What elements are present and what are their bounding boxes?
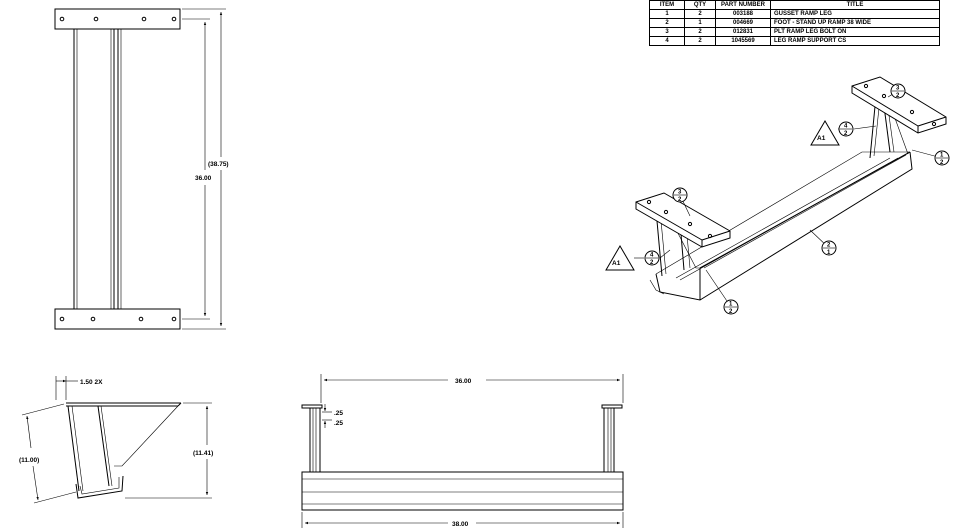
weld-symbol-label: A1 [817, 135, 826, 142]
leg-edge [100, 405, 113, 487]
isometric-view: A1 A1 3 2 4 2 1 2 [605, 76, 950, 315]
bolt-hole-icon [171, 316, 177, 322]
balloon-top: 3 [678, 190, 682, 196]
front-view: 36.00 (38.75) [54, 8, 229, 330]
balloon-top: 4 [844, 124, 848, 130]
foot [75, 475, 124, 499]
side-view: 1.50 2X (11.00) (11.41) [19, 376, 213, 504]
iso-base-channel [703, 154, 907, 269]
balloon: 3 2 [672, 187, 691, 217]
balloon: 1 2 [705, 269, 739, 315]
balloon-bottom: 2 [650, 260, 654, 266]
dimension-line [26, 415, 32, 449]
balloon-bottom: 2 [678, 197, 682, 203]
table-row: 4 2 1045569 LEG RAMP SUPPORT CS [649, 36, 940, 46]
bolt-hole-icon [863, 83, 869, 89]
weld-symbol-icon [605, 245, 635, 271]
balloon-top: 3 [896, 86, 900, 92]
bolt-hole-icon [707, 233, 713, 239]
bolt-hole-icon [59, 16, 65, 22]
iso-left-plate [701, 230, 731, 241]
bom-title: LEG RAMP SUPPORT CS [770, 36, 940, 46]
dim-front-overall: (38.75) [208, 161, 229, 168]
dim-plan-t2: .25 [334, 420, 343, 427]
dim-side-slant: (11.00) [19, 457, 39, 464]
weld-symbol-icon [810, 120, 840, 146]
iso-right-plate [851, 76, 947, 134]
dimension-line [32, 465, 39, 501]
balloon: 2 1 [809, 229, 837, 256]
bolt-hole-icon [663, 209, 669, 215]
balloon-bottom: 2 [844, 131, 848, 137]
iso-right-plate [851, 85, 919, 127]
dim-plan-bottom-width: 38.00 [452, 521, 469, 528]
plan-right-plate [601, 404, 623, 409]
balloon-top: 1 [940, 153, 944, 159]
bolt-hole-icon [909, 109, 915, 115]
dim-plan-t1: .25 [334, 410, 343, 417]
weld-symbol-label: A1 [612, 260, 621, 267]
balloon-top: 1 [729, 302, 733, 308]
leader-line [853, 125, 877, 130]
balloon: 4 2 [644, 250, 660, 266]
balloon-bottom: 2 [940, 160, 944, 166]
iso-left-plate [635, 192, 731, 248]
bolt-hole-icon [687, 221, 693, 227]
balloon-bottom: 1 [827, 250, 831, 256]
plan-left-plate [301, 404, 323, 409]
balloon-bottom: 2 [729, 309, 733, 315]
leg-edge [67, 405, 80, 492]
side-top-plate [177, 402, 182, 407]
balloon: 3 2 [887, 83, 906, 99]
dim-front-height: 36.00 [195, 175, 212, 182]
front-top-plate [54, 8, 181, 30]
extension-line [21, 403, 65, 416]
dim-plan-top-width: 36.00 [455, 378, 472, 385]
iso-base-channel [649, 279, 665, 295]
bolt-hole-icon [646, 199, 652, 205]
dim-side-offset: 1.50 2X [80, 379, 103, 386]
extension-line [33, 491, 77, 504]
foot [79, 477, 120, 495]
leader-line [659, 249, 671, 259]
balloon: 4 2 [838, 121, 854, 137]
leg-edge [71, 405, 84, 492]
bolt-hole-icon [93, 16, 99, 22]
bom-table: ITEM QTY PART NUMBER TITLE 1 2 003188 GU… [649, 0, 940, 46]
bolt-hole-icon [931, 121, 937, 127]
balloon: 1 2 [911, 149, 950, 166]
balloon-top: 4 [650, 253, 654, 259]
iso-base-channel [675, 157, 891, 279]
leg-edge [97, 405, 110, 487]
leg-edge [883, 105, 891, 153]
plan-view: 36.00 .25 .25 38.00 [301, 374, 624, 528]
front-bottom-plate [54, 308, 181, 330]
bolt-hole-icon [138, 316, 144, 322]
bolt-hole-icon [141, 16, 147, 22]
balloon-top: 2 [827, 243, 831, 249]
iso-left-plate [635, 201, 703, 241]
gusset [114, 405, 179, 467]
bolt-hole-icon [171, 16, 177, 22]
plan-base-channel [301, 471, 624, 511]
dim-side-height: (11.41) [193, 450, 213, 457]
balloon-bottom: 2 [896, 93, 900, 99]
iso-base-channel [679, 157, 899, 281]
bolt-hole-icon [881, 93, 887, 99]
bolt-hole-icon [59, 316, 65, 322]
bolt-hole-icon [90, 316, 96, 322]
iso-right-plate [917, 116, 947, 127]
